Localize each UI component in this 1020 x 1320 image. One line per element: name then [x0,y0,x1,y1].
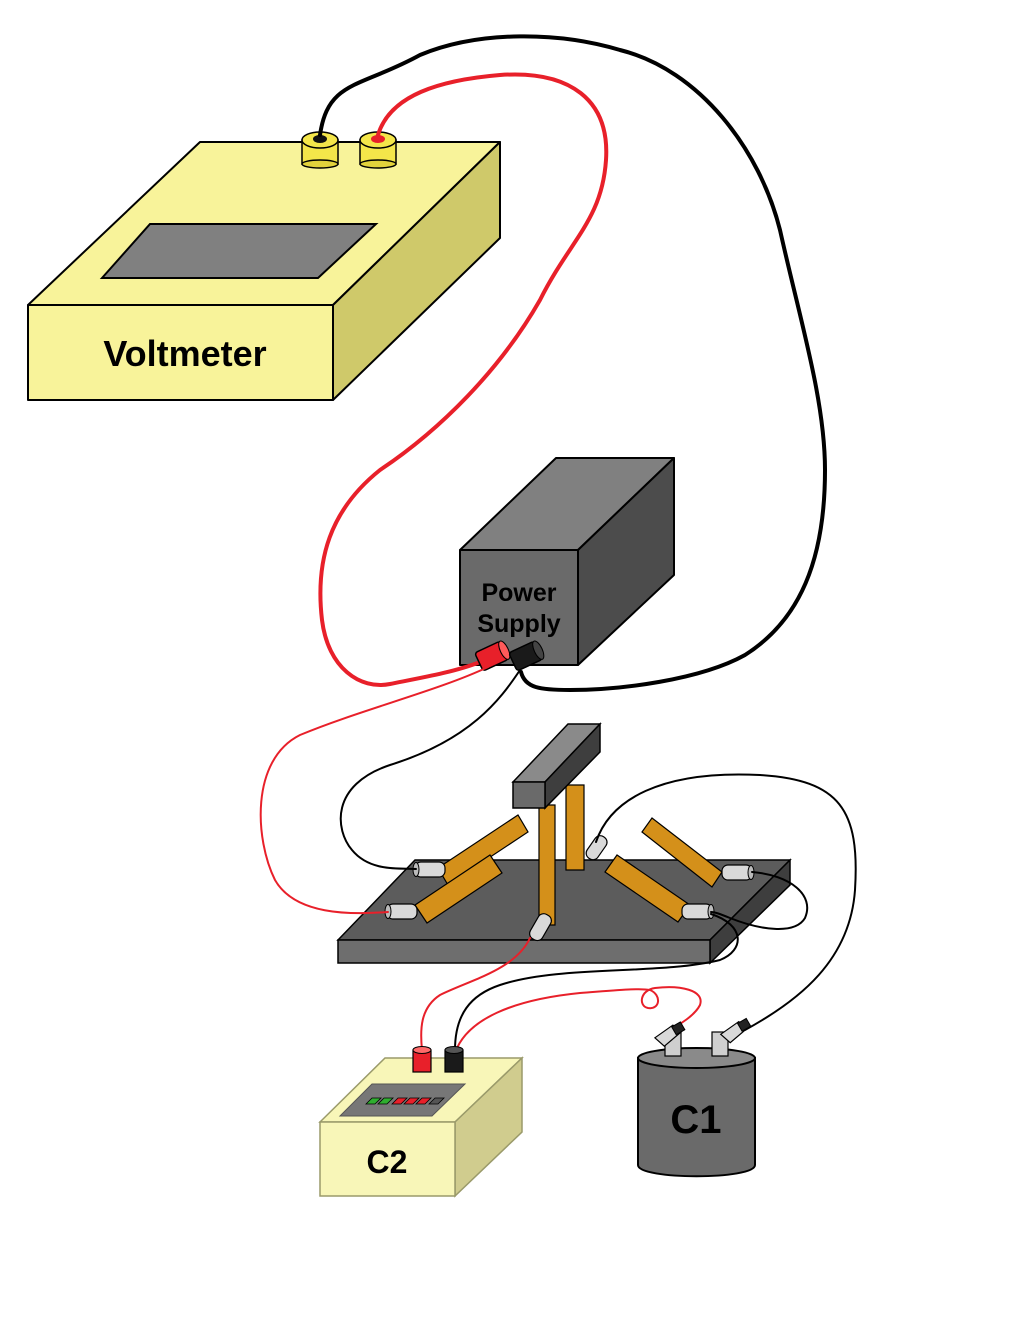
c1-terminal-right [711,1031,729,1057]
black-wire-right-back-to-c1 [595,773,857,1031]
voltmeter-black-terminal [301,131,339,169]
black-wire-right-front-to-c2 [454,913,739,1051]
electrode-left-back [437,814,529,886]
c2-red-terminal [412,1046,432,1073]
voltmeter: Voltmeter [27,131,501,401]
red-wire-supply-to-left-electrode [259,666,489,915]
electrode-apparatus [336,722,792,965]
c2-display-segments [365,1097,445,1105]
c1-body [637,1057,756,1178]
post-back [565,784,585,871]
black-wire-right-electrodes-loop [710,871,808,930]
black-wire-supply-to-left-electrode [339,669,521,870]
connector-right-front [681,903,715,920]
c1-clip-left [653,1021,686,1047]
voltmeter-label: Voltmeter [103,333,266,374]
top-bar-front [512,781,546,809]
c2-label: C2 [367,1144,408,1180]
c1-capacitor: C1 [637,1017,756,1178]
power-supply-label-line1: Power [481,579,556,607]
c2-front [319,1121,456,1197]
power-supply: Power Supply [459,457,675,666]
red-wire-c2-to-c1 [456,986,702,1049]
voltmeter-front-face [27,304,334,401]
power-supply-front [459,549,579,666]
c1-label: C1 [670,1098,721,1142]
c2-box: C2 [318,1046,524,1198]
voltmeter-black-lead-wire [318,34,827,692]
c1-top [637,1047,756,1069]
connector-post-front [529,913,552,942]
connector-top-right [585,835,608,861]
connector-left-front [384,903,418,920]
power-supply-label-line2: Supply [477,610,560,638]
electrode-left-front [414,854,503,924]
base-plate-front [337,939,711,964]
power-supply-black-terminal [508,640,545,671]
connector-left-back [412,861,446,878]
connector-right-back [721,864,755,881]
c1-clip-right [719,1017,752,1044]
red-wire-post-to-c2 [420,937,531,1051]
c2-black-terminal [444,1046,464,1073]
post-front [538,804,556,926]
voltmeter-red-lead-wire [318,72,609,687]
power-supply-red-terminal [474,640,511,671]
voltmeter-red-terminal [359,131,397,169]
voltmeter-display-screen [99,223,379,279]
